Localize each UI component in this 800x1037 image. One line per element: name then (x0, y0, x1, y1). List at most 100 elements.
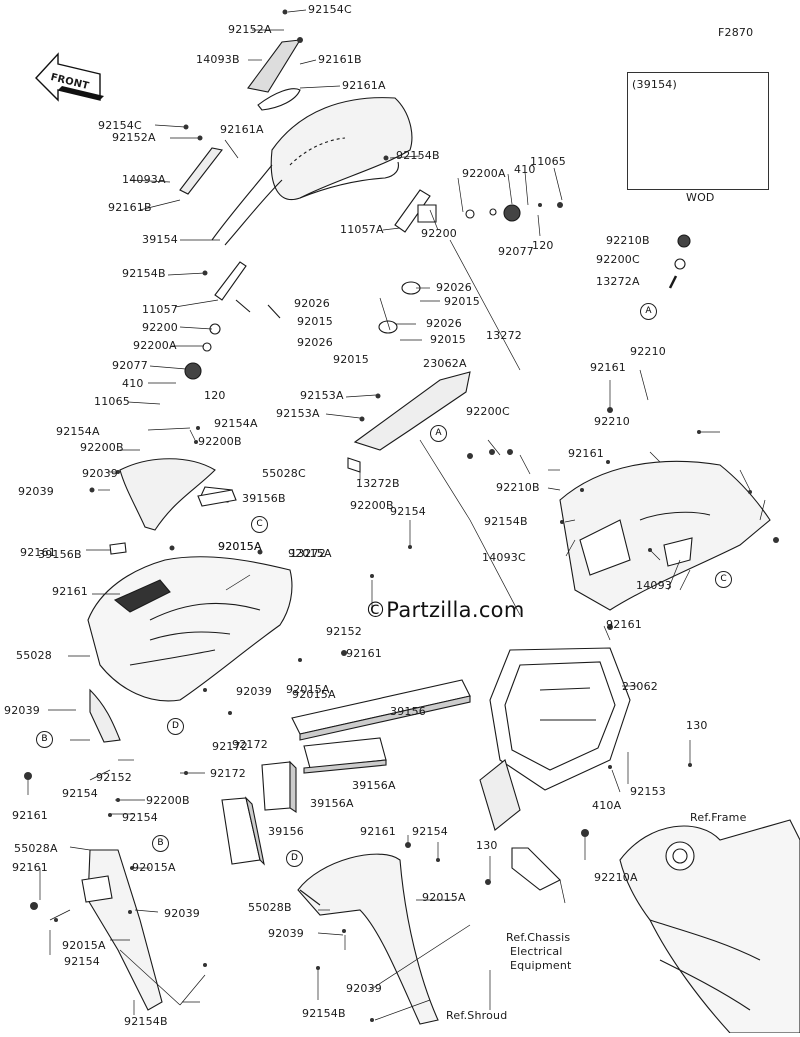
part-number-label: 92200C (466, 405, 510, 418)
part-number-label: 92015A (422, 891, 466, 904)
part-number-label: 410 (122, 377, 144, 390)
part-number-label: 23062A (423, 357, 467, 370)
part-number-label: 39156B (38, 548, 82, 561)
part-number-label: 92153 (630, 785, 666, 798)
meter-cover-14093c (559, 460, 771, 611)
ref-frame-label: Ref.Frame (690, 811, 747, 824)
part-number-label: 92161B (318, 53, 362, 66)
part-number-label: 92026 (426, 317, 462, 330)
part-number-label: 92210 (594, 415, 630, 428)
part-number-label: 92154A (56, 425, 100, 438)
part-number-label: 13272 (290, 547, 326, 560)
part-number-label: 11065 (530, 155, 566, 168)
part-number-label: 92152A (228, 23, 272, 36)
main-frame-reference (619, 819, 800, 1034)
part-number-label: 39156A (310, 797, 354, 810)
part-number-label: 92154A (214, 417, 258, 430)
part-number-label: 92161 (360, 825, 396, 838)
part-number-label: 92161 (568, 447, 604, 460)
part-number-label: 92200B (198, 435, 242, 448)
bracket-23062a (353, 371, 471, 451)
part-number-label: 92154 (412, 825, 448, 838)
part-number-label: 92015A (292, 688, 336, 701)
part-number-label: 92154B (302, 1007, 346, 1020)
part-number-label: 39156 (390, 705, 426, 718)
part-number-label: 92154B (396, 149, 440, 162)
part-number-label: 55028 (16, 649, 52, 662)
part-number-label: 14093 (636, 579, 672, 592)
part-number-label: 120 (532, 239, 554, 252)
part-number-label: 92039 (164, 907, 200, 920)
part-number-label: 92161A (342, 79, 386, 92)
part-number-label: 92210B (606, 234, 650, 247)
part-number-label: 92200B (350, 499, 394, 512)
part-number-label: 120 (204, 389, 226, 402)
part-number-label: 92161 (12, 809, 48, 822)
part-number-label: 92153A (300, 389, 344, 402)
part-number-label: 92154B (124, 1015, 168, 1028)
inset-title: (39154) (632, 78, 677, 91)
ref-chassis-label-2: Electrical (510, 945, 563, 958)
part-number-label: 92015A (218, 540, 262, 553)
inset-caption: WOD (686, 191, 715, 204)
part-number-label: 92153A (276, 407, 320, 420)
part-number-label: 39154 (142, 233, 178, 246)
part-number-label: 92154B (122, 267, 166, 280)
part-number-label: 92200 (142, 321, 178, 334)
part-number-label: 92039 (18, 485, 54, 498)
trim-strip-14093a (179, 147, 223, 195)
ref-shroud-label: Ref.Shroud (446, 1009, 508, 1022)
part-number-label: 410A (592, 799, 622, 812)
part-number-label: 92161 (606, 618, 642, 631)
part-number-label: 92015A (132, 861, 176, 874)
windshield-part (270, 97, 413, 200)
part-number-label: 55028B (248, 901, 292, 914)
part-number-label: 92026 (436, 281, 472, 294)
part-number-label: 92172 (210, 767, 246, 780)
part-number-label: 92039 (236, 685, 272, 698)
part-number-label: 92154 (390, 505, 426, 518)
part-number-label: 92200B (146, 794, 190, 807)
part-number-label: 92161 (20, 546, 56, 559)
part-number-label: 92172 (212, 740, 248, 753)
part-number-label: 92026 (297, 336, 333, 349)
part-number-label: 92154B (484, 515, 528, 528)
part-number-label: 92015A (288, 547, 332, 560)
side-panel-55028b (297, 853, 439, 1025)
figure-code: F2870 (718, 26, 754, 39)
part-number-label: 14093C (482, 551, 526, 564)
part-number-label: 92077 (498, 245, 534, 258)
part-number-label: 39156A (352, 779, 396, 792)
part-number-label: 92026 (294, 297, 330, 310)
part-number-label: 92015A (218, 540, 262, 553)
part-number-label: 92200A (133, 339, 177, 352)
part-number-label: 92015A (286, 683, 330, 696)
reference-circle: C (715, 571, 732, 588)
part-number-label: 92161 (590, 361, 626, 374)
part-number-label: 92172 (232, 738, 268, 751)
part-number-label: 39156 (268, 825, 304, 838)
part-number-label: 92015A (62, 939, 106, 952)
upper-cowl-55028 (87, 556, 293, 702)
inner-cover-55028c (119, 458, 216, 531)
part-number-label: 92039 (4, 704, 40, 717)
part-number-label: 92015 (444, 295, 480, 308)
part-number-label: 92161A (220, 123, 264, 136)
reference-circle: A (640, 303, 657, 320)
part-number-label: 130 (686, 719, 708, 732)
part-number-label: 92161B (108, 201, 152, 214)
part-number-label: 92161 (346, 647, 382, 660)
ref-chassis-label-3: Equipment (510, 959, 572, 972)
part-number-label: 92077 (112, 359, 148, 372)
part-number-label: 55028C (262, 467, 306, 480)
part-number-label: 92039 (346, 982, 382, 995)
part-number-label: 11057A (340, 223, 384, 236)
reference-circle: A (430, 425, 447, 442)
part-number-label: 13272 (486, 329, 522, 342)
part-number-label: 13272B (356, 477, 400, 490)
part-number-label: 14093A (122, 173, 166, 186)
part-number-label: 92200B (80, 441, 124, 454)
part-number-label: 92154 (62, 787, 98, 800)
side-panel-55028a (87, 849, 163, 1011)
